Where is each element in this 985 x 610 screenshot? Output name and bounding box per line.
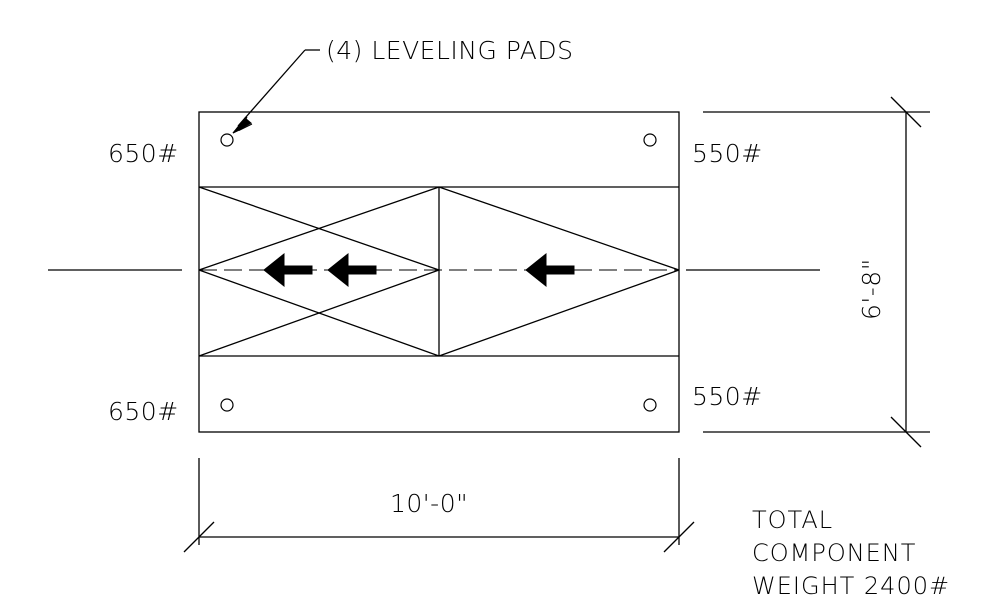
weight-top-left: 650# [108, 139, 179, 168]
unit-outline [198, 111, 680, 433]
width-dimension-label: 10'-0" [390, 489, 468, 518]
weight-bottom-left: 650# [108, 397, 179, 426]
leveling-pad-top-left [220, 133, 234, 147]
callout-label: (4) LEVELING PADS [326, 36, 574, 65]
airflow-arrow-1 [263, 252, 313, 288]
leveling-pad-bottom-left [220, 398, 234, 412]
width-dimension [183, 458, 695, 553]
note-line-2: COMPONENT [752, 539, 916, 567]
height-dimension-label: 6'-8" [857, 258, 886, 320]
leveling-pad-top-right [643, 133, 657, 147]
callout-leader [232, 49, 320, 134]
left-brace-4 [198, 269, 440, 357]
leveling-pad-bottom-right [643, 398, 657, 412]
left-brace-3 [198, 186, 440, 271]
height-dimension [703, 96, 930, 448]
right-brace-1 [438, 186, 680, 271]
weight-top-right: 550# [692, 139, 763, 168]
right-brace-2 [438, 269, 680, 357]
airflow-arrow-3 [525, 252, 575, 288]
airflow-arrow-2 [327, 252, 377, 288]
note-line-1: TOTAL [752, 506, 833, 534]
note-line-3: WEIGHT 2400# [752, 572, 950, 600]
weight-bottom-right: 550# [692, 382, 763, 411]
